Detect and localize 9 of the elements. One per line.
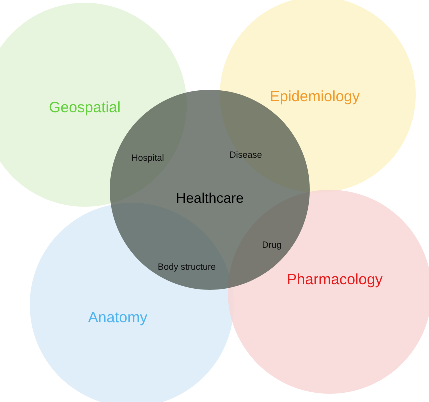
circle-label: Geospatial [49, 100, 121, 116]
overlap-label: Body structure [158, 262, 216, 272]
circle-label: Epidemiology [270, 88, 360, 106]
overlap-label: Hospital [132, 153, 164, 163]
overlap-label: Disease [230, 150, 262, 160]
overlap-label: Drug [262, 240, 282, 250]
circle-label: Pharmacology [287, 272, 383, 288]
circle-label: Anatomy [88, 310, 148, 326]
circle-label: Healthcare [176, 190, 244, 206]
